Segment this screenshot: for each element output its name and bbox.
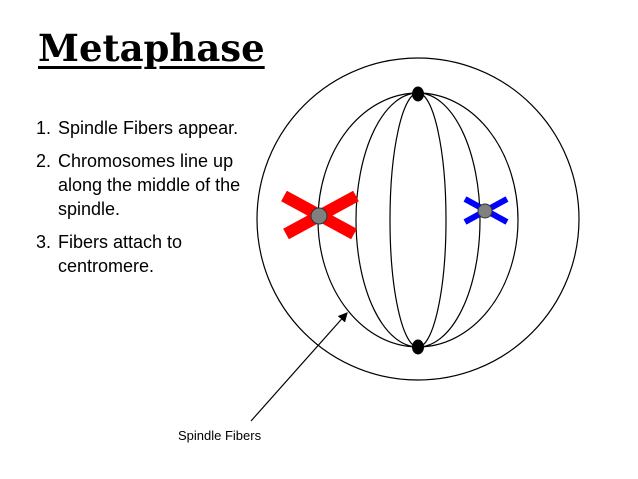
centromere (310, 207, 328, 225)
chromosome-left (281, 190, 359, 240)
spindle-fiber-outer (317, 92, 519, 348)
step-text: Fibers attach to centromere. (58, 232, 183, 276)
cell-membrane (256, 57, 580, 381)
steps-list: 1. Spindle Fibers appear. 2. Chromosomes… (36, 116, 266, 287)
centromere (477, 203, 493, 219)
slide-title: Metaphase (38, 26, 265, 70)
step-text: Spindle Fibers appear. (58, 118, 239, 138)
callout-arrow (250, 312, 348, 422)
step-item: 2. Chromosomes line up along the middle … (36, 149, 266, 221)
step-number: 1. (36, 118, 52, 138)
step-number: 3. (36, 232, 52, 252)
chromosome-right (463, 196, 509, 225)
spindle-pole-top (412, 86, 424, 102)
spindle-fibers-label: Spindle Fibers (178, 428, 262, 443)
spindle-pole-bottom (412, 339, 424, 355)
spindle-fiber-inner (389, 92, 447, 348)
step-item: 3. Fibers attach to centromere. (36, 230, 266, 278)
spindle-fiber-middle (355, 92, 481, 348)
step-item: 1. Spindle Fibers appear. (36, 116, 266, 140)
step-number: 2. (36, 151, 52, 171)
step-text: Chromosomes line up along the middle of … (58, 151, 241, 219)
